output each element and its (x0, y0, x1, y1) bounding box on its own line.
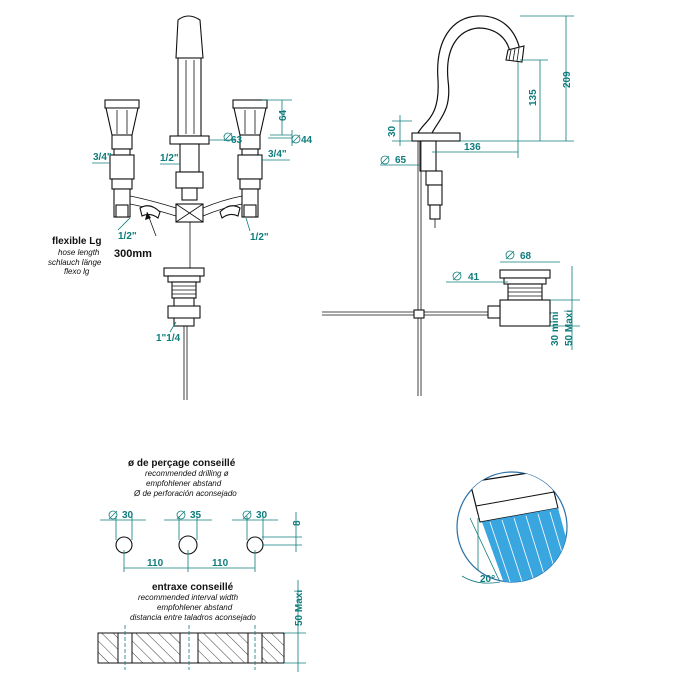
dim-63: 63 (231, 135, 243, 146)
interval-section: entraxe conseillé recommended interval w… (97, 580, 306, 672)
dim-50-maxi: 50 Maxi (564, 310, 575, 346)
d-left: 30 (122, 510, 134, 521)
interval-title: entraxe conseillé (152, 582, 234, 593)
spacing-left: 110 (147, 558, 164, 569)
dim-136: 136 (464, 142, 481, 153)
dim-30: 30 (387, 125, 398, 137)
interval-de: empfohlener abstand (157, 603, 233, 612)
spout-top (175, 15, 204, 59)
dim-135: 135 (528, 89, 539, 106)
hose-de: schlauch länge (48, 258, 102, 267)
label-right-3-4: 3/4" (268, 149, 287, 160)
side-view: 209 135 30 136 65 68 41 30 mini 50 Max (322, 15, 580, 396)
dim-30-mini: 30 mini (550, 311, 561, 346)
dim-44: 44 (301, 135, 313, 146)
spout-body (177, 57, 202, 137)
drilling-es: Ø de perforación aconsejado (133, 489, 237, 498)
label-1-1-4: 1"1/4 (156, 333, 181, 344)
left-valve (104, 99, 140, 218)
aerator (505, 45, 525, 63)
label-left-1-2: 1/2" (118, 231, 137, 242)
drilling-de: empfohlener abstand (146, 479, 222, 488)
right-valve (232, 99, 268, 218)
drilling-section: ø de perçage conseillé recommended drill… (100, 458, 303, 572)
interval-es: distancia entre taladros aconsejado (130, 613, 256, 622)
d-center: 35 (190, 510, 202, 521)
drain-side (487, 269, 551, 327)
dim-41: 41 (468, 272, 480, 283)
label-center-1-2: 1/2" (160, 153, 179, 164)
drain-front (163, 267, 205, 327)
spacing-right: 110 (212, 558, 229, 569)
front-view: 63 64 44 3/4" 3/4" 1/2" 1/2" 1/2" 1"1/4 … (48, 15, 313, 400)
dim-65: 65 (395, 155, 407, 166)
d-right: 30 (256, 510, 268, 521)
dim-209: 209 (562, 71, 573, 88)
spout-shank (179, 143, 200, 173)
spout-base (169, 135, 210, 145)
interval-dim-50-maxi: 50 Maxi (294, 590, 305, 626)
dim-64: 64 (278, 109, 289, 121)
dim-68: 68 (520, 251, 532, 262)
drilling-en: recommended drilling ø (145, 469, 229, 478)
dim-8: 8 (292, 520, 303, 526)
side-base (411, 132, 461, 142)
drilling-title: ø de perçage conseillé (128, 458, 236, 469)
hose-title: flexible Lg (52, 236, 101, 247)
spray-detail: 20° (456, 471, 568, 585)
label-left-3-4: 3/4" (93, 152, 112, 163)
spray-angle: 20° (480, 574, 495, 585)
interval-en: recommended interval width (138, 593, 239, 602)
label-right-1-2: 1/2" (250, 232, 269, 243)
hose-en: hose length (58, 248, 100, 257)
hose-es: flexo lg (64, 267, 90, 276)
hose-value: 300mm (114, 248, 152, 260)
